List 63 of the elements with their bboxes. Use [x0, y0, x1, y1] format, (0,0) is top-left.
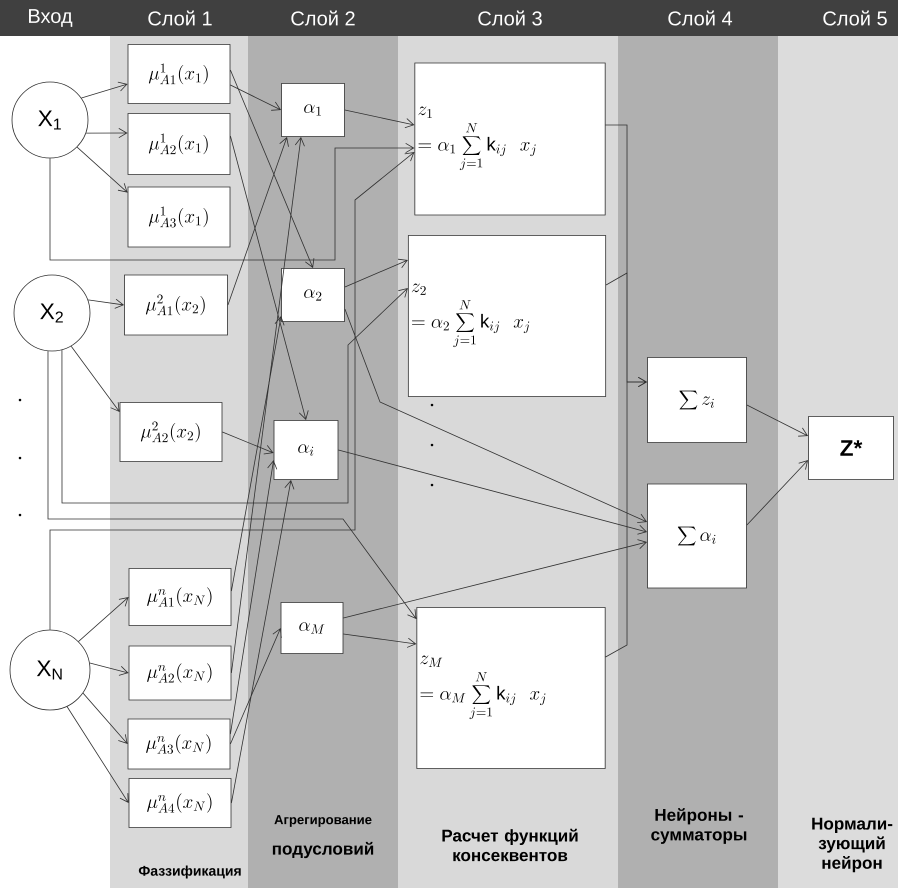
- layer-caption: Агрегирование: [274, 815, 372, 827]
- layer-caption: Фаззификация: [138, 866, 241, 879]
- arrow: [48, 350, 416, 620]
- column-header: Слой 4: [668, 10, 732, 26]
- arrow: [344, 308, 648, 524]
- arrow: [50, 152, 414, 630]
- arrow: [344, 110, 414, 128]
- arrow: [231, 316, 285, 592]
- arrow: [76, 146, 128, 193]
- arrow: [343, 539, 648, 618]
- membership-box: $\mu^{1}_{A1}(x_{1})$: [128, 44, 230, 104]
- aggregation-box: $\alpha_{i}$: [274, 420, 338, 480]
- summator-box: $\sum \alpha_{i}$: [647, 484, 747, 588]
- arrow: [746, 404, 808, 437]
- arrow: [230, 460, 278, 734]
- consequent-box: $z_{2}$ $= \alpha_{2} \sum_{j=1}^{N} \mathrm{k}_{ij}\ \ x_{j}$: [408, 235, 606, 397]
- arrow: [746, 460, 808, 526]
- arrow: [230, 628, 282, 744]
- arrow: [50, 142, 414, 260]
- aggregation-box: $\alpha_{M}$: [280, 602, 344, 654]
- summator-box: $\sum z_{i}$: [647, 357, 747, 443]
- column-header: Слой 2: [291, 10, 355, 26]
- output-box: Z*: [808, 416, 894, 480]
- arrow: [89, 662, 129, 676]
- arrow: [605, 376, 648, 658]
- arrow: [66, 706, 129, 803]
- arrow: [230, 136, 309, 420]
- arrow: [230, 70, 314, 268]
- column-header: Вход: [29, 9, 72, 27]
- membership-box: $\mu^{2}_{A1}(x_{2})$: [124, 274, 228, 336]
- arrow: [343, 634, 416, 648]
- membership-box: $\mu^{n}_{A4}(x_{N})$: [128, 778, 232, 828]
- membership-box: $\mu^{n}_{A2}(x_{N})$: [128, 646, 232, 700]
- consequent-box: $z_{1}$ $= \alpha_{1} \sum_{j=1}^{N} \mathrm{k}_{ij}\ \ x_{j}$: [414, 62, 606, 216]
- layer-caption: Расчет функций консеквентов: [442, 828, 578, 862]
- aggregation-box: $\alpha_{1}$: [281, 83, 345, 137]
- arrow: [222, 432, 274, 454]
- membership-box: $\mu^{1}_{A2}(x_{1})$: [128, 113, 230, 175]
- membership-box: $\mu^{2}_{A2}(x_{2})$: [120, 402, 222, 462]
- arrow: [62, 288, 408, 504]
- arrow: [231, 480, 294, 804]
- column-header: Слой 1: [148, 10, 212, 26]
- arrow: [231, 136, 305, 674]
- membership-box: $\mu^{1}_{A3}(x_{1})$: [128, 186, 230, 248]
- layer-caption: Нормали- зующий нейрон: [812, 818, 892, 872]
- arrow: [81, 82, 128, 98]
- arrow: [82, 692, 128, 744]
- layer-caption: Нейроны - сумматоры: [651, 808, 746, 844]
- layer-caption: подусловий: [272, 842, 374, 858]
- column-header: Слой 5: [823, 10, 887, 26]
- arrow: [88, 298, 124, 309]
- membership-box: $\mu^{n}_{A3}(x_{N})$: [128, 718, 230, 770]
- arrow: [86, 128, 128, 138]
- arrow: [78, 597, 129, 642]
- arrow: [344, 258, 408, 288]
- arrow: [228, 136, 289, 306]
- membership-box: $\mu^{n}_{A1}(x_{N})$: [128, 568, 232, 626]
- arrow: [338, 450, 648, 535]
- column-header: Слой 3: [478, 10, 542, 26]
- aggregation-box: $\alpha_{2}$: [281, 268, 345, 322]
- arrow: [230, 84, 282, 111]
- arrow: [70, 346, 120, 412]
- consequent-box: $z_{M}$ $= \alpha_{M} \sum_{j=1}^{N} \mathrm{k}_{ij}\ \ x_{j}$: [416, 607, 606, 769]
